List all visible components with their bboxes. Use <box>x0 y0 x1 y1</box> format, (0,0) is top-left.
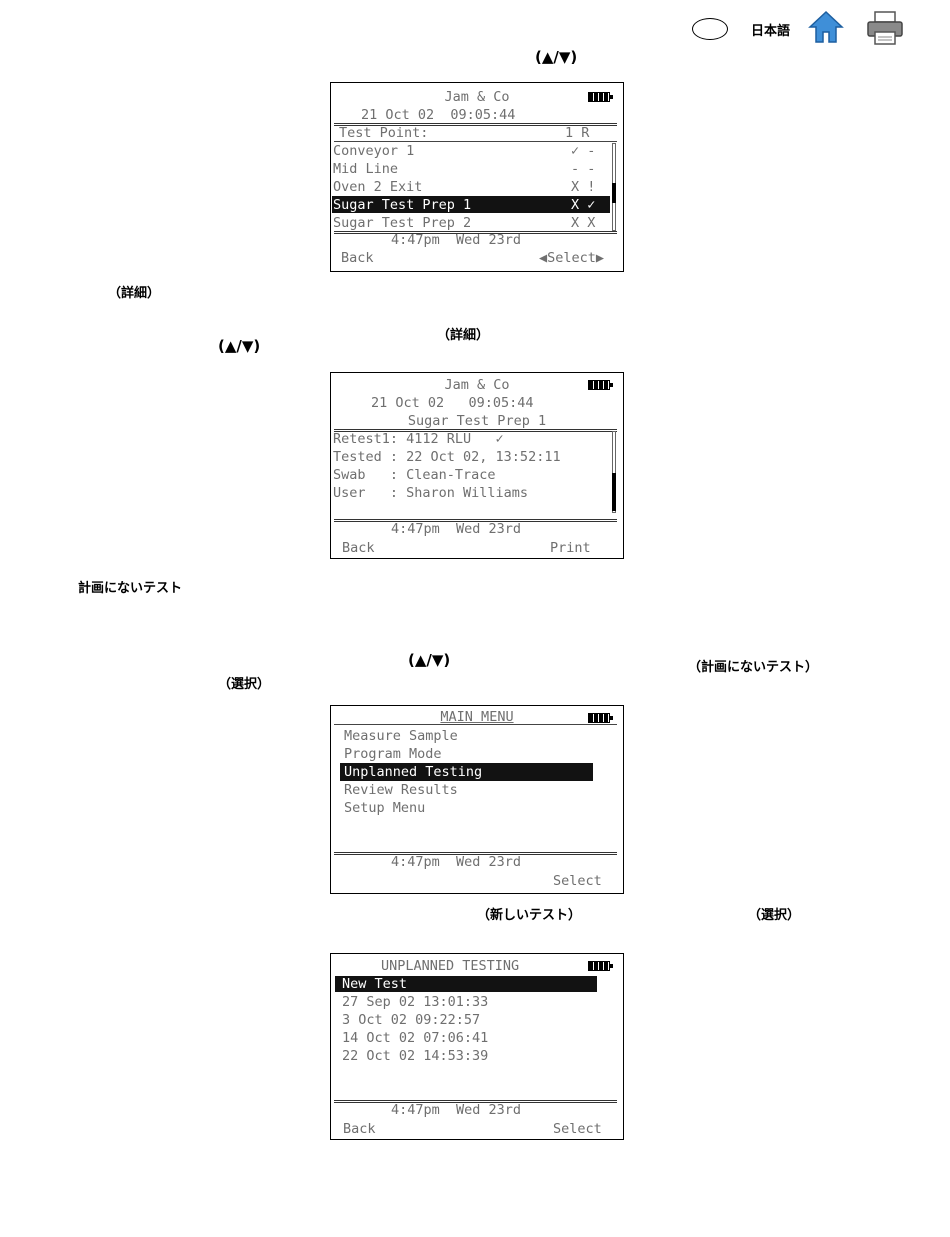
main-menu-screen: MAIN MENU Measure Sample Program Mode Un… <box>330 705 624 894</box>
list-item[interactable]: Mid Line <box>333 161 399 177</box>
swab-line: Swab : Clean-Trace <box>333 467 496 483</box>
list-item-selected[interactable]: New Test <box>342 976 408 992</box>
back-softkey[interactable]: Back <box>343 1121 376 1137</box>
screen-datetime: 21 Oct 02 09:05:44 <box>361 107 516 123</box>
tested-line: Tested : 22 Oct 02, 13:52:11 <box>333 449 561 465</box>
menu-item-selected[interactable]: Unplanned Testing <box>344 764 483 780</box>
scrollbar[interactable] <box>612 431 616 513</box>
arrow-keys-label: (▲/▼) <box>535 48 578 66</box>
company-name: Jam & Co <box>444 89 510 105</box>
print-softkey[interactable]: Print <box>550 540 591 556</box>
list-item[interactable]: Conveyor 1 <box>333 143 415 159</box>
menu-item[interactable]: Measure Sample <box>344 728 458 744</box>
unplanned-testing-screen: UNPLANNED TESTING New Test 27 Sep 02 13:… <box>330 953 624 1140</box>
footer-time: 4:47pm Wed 23rd <box>391 521 522 537</box>
battery-icon <box>588 961 613 971</box>
scrollbar-thumb[interactable] <box>612 473 616 511</box>
list-item-status: X X <box>571 215 596 231</box>
footer-time: 4:47pm Wed 23rd <box>391 232 522 248</box>
select-softkey[interactable]: Select <box>553 1121 602 1137</box>
result-line: Retest1: 4112 RLU ✓ <box>333 431 504 447</box>
back-softkey[interactable]: Back <box>341 250 374 266</box>
printer-icon[interactable] <box>866 10 904 46</box>
scrollbar-thumb[interactable] <box>612 183 616 203</box>
arrow-keys-label: (▲/▼) <box>218 337 261 355</box>
back-softkey[interactable]: Back <box>342 540 375 556</box>
test-detail-screen: Jam & Co 21 Oct 02 09:05:44 Sugar Test P… <box>330 372 624 559</box>
select-label: （選択） <box>748 908 801 923</box>
arrow-keys-label: (▲/▼) <box>408 651 451 669</box>
list-item[interactable]: Sugar Test Prep 2 <box>333 215 472 231</box>
oval-icon[interactable] <box>692 18 728 40</box>
list-item[interactable]: 14 Oct 02 07:06:41 <box>342 1030 489 1046</box>
select-softkey[interactable]: Select <box>553 873 602 889</box>
select-label: （選択） <box>218 677 271 692</box>
list-item[interactable]: Oven 2 Exit <box>333 179 423 195</box>
list-item[interactable]: 27 Sep 02 13:01:33 <box>342 994 489 1010</box>
footer-time: 4:47pm Wed 23rd <box>391 854 522 870</box>
menu-item[interactable]: Setup Menu <box>344 800 426 816</box>
menu-title: MAIN MENU <box>440 709 514 725</box>
list-item[interactable]: 22 Oct 02 14:53:39 <box>342 1048 489 1064</box>
list-item-status: X ! <box>571 179 596 195</box>
details-label: （詳細） <box>437 328 490 343</box>
test-point-header: Test Point: <box>339 125 429 141</box>
list-item-status: X ✓ <box>571 197 596 213</box>
menu-item[interactable]: Program Mode <box>344 746 442 762</box>
details-label: （詳細） <box>108 286 161 301</box>
menu-item[interactable]: Review Results <box>344 782 458 798</box>
user-line: User : Sharon Williams <box>333 485 529 501</box>
list-item[interactable]: 3 Oct 02 09:22:57 <box>342 1012 481 1028</box>
list-item-status: - - <box>571 161 596 177</box>
test-point-title: Sugar Test Prep 1 <box>407 413 547 429</box>
screen-title: UNPLANNED TESTING <box>381 958 520 974</box>
battery-icon <box>588 380 613 390</box>
list-item-selected[interactable]: Sugar Test Prep 1 <box>333 197 472 213</box>
column-headers: 1 R <box>565 125 590 141</box>
home-icon[interactable] <box>808 10 844 44</box>
list-item-status: ✓ - <box>571 143 596 159</box>
screen-datetime: 21 Oct 02 09:05:44 <box>371 395 534 411</box>
new-test-label: （新しいテスト） <box>477 908 582 923</box>
test-point-screen: Jam & Co 21 Oct 02 09:05:44 Test Point: … <box>330 82 624 272</box>
select-softkey[interactable]: ◀Select▶ <box>539 250 605 266</box>
footer-time: 4:47pm Wed 23rd <box>391 1102 522 1118</box>
language-link[interactable]: 日本語 <box>751 24 791 39</box>
section-heading: 計画にないテスト <box>78 581 183 596</box>
battery-icon <box>588 713 613 723</box>
battery-icon <box>588 92 613 102</box>
unplanned-testing-label: （計画にないテスト） <box>688 660 819 675</box>
company-name: Jam & Co <box>444 377 510 393</box>
